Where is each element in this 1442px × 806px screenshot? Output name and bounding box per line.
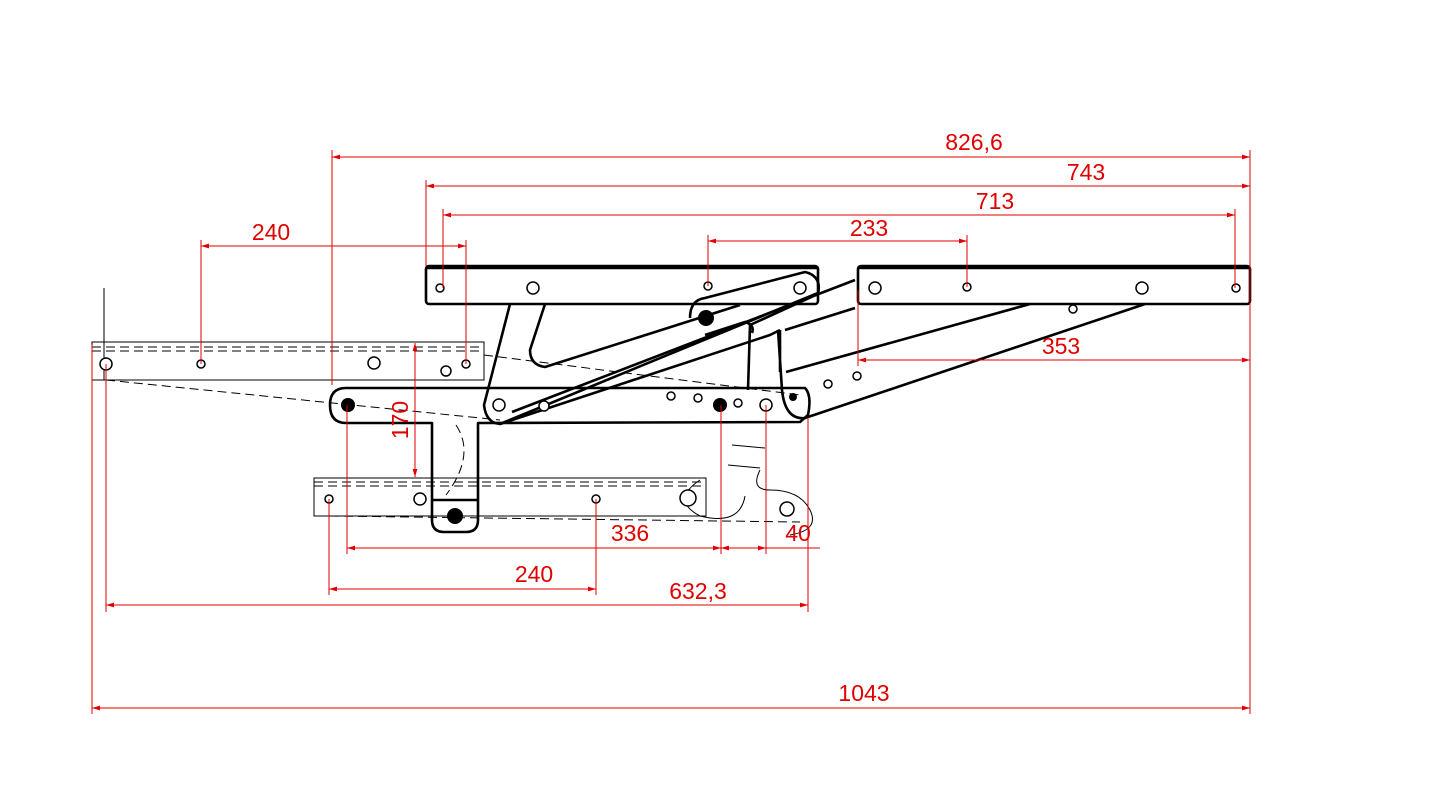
dimension-labels: 826,6 743 713 240 233 353 170 336 40 240… bbox=[252, 129, 1105, 706]
dim-353: 353 bbox=[1042, 333, 1080, 359]
lower-bar bbox=[328, 386, 811, 534]
mechanism-parts bbox=[328, 264, 1252, 534]
dim-336: 336 bbox=[611, 520, 649, 546]
dim-1043: 1043 bbox=[838, 680, 889, 706]
extension-lines bbox=[91, 150, 1251, 714]
dimension-lines bbox=[92, 154, 1250, 711]
dim-240-bottom: 240 bbox=[515, 561, 553, 587]
dim-240-top: 240 bbox=[252, 219, 290, 245]
dim-743: 743 bbox=[1067, 159, 1105, 185]
dim-40: 40 bbox=[785, 520, 811, 546]
dim-713: 713 bbox=[976, 188, 1014, 214]
dim-170: 170 bbox=[387, 401, 413, 439]
dim-233: 233 bbox=[850, 215, 888, 241]
dim-826-6: 826,6 bbox=[945, 129, 1003, 155]
upper-right-bar bbox=[856, 264, 1252, 306]
dim-632-3: 632,3 bbox=[669, 578, 727, 604]
